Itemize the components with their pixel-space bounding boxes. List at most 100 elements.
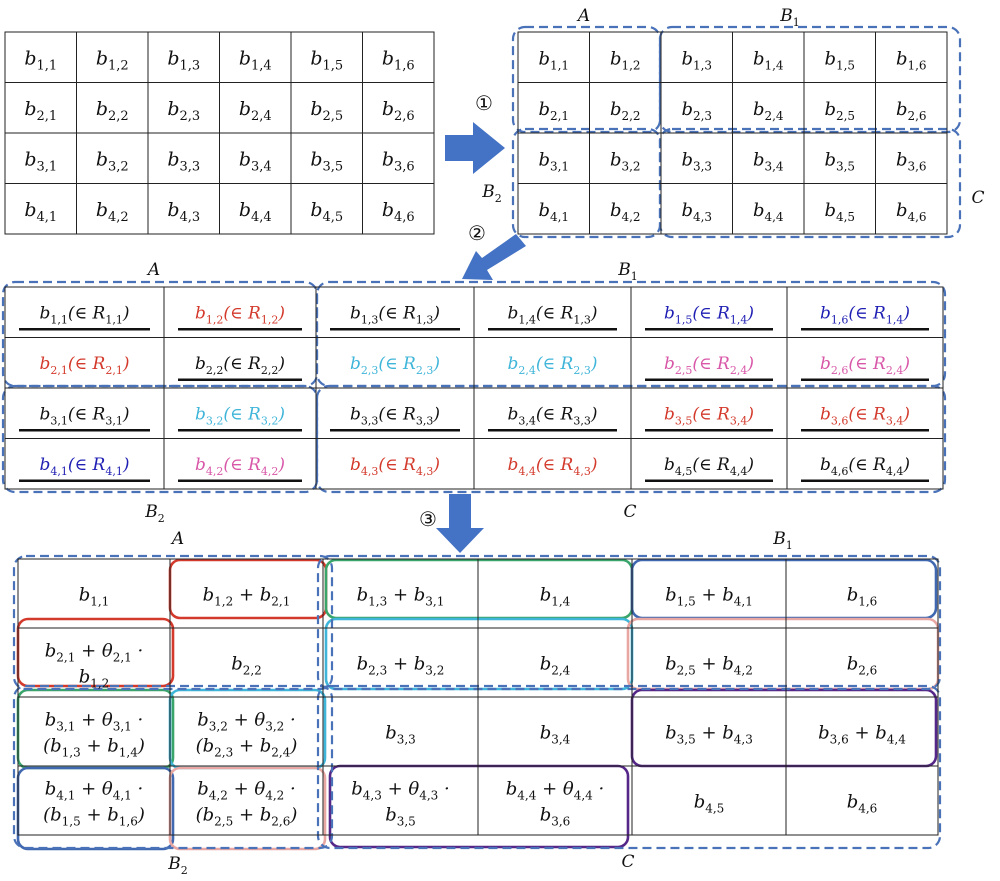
stage4-cell-line2: b1,2 <box>79 667 110 691</box>
stage2-box-B1 <box>658 25 962 134</box>
stage3-cell: b4,3(∈ R4,3) <box>350 455 440 478</box>
stage1-cell: b4,4 <box>239 199 272 225</box>
stage1-cell: b4,1 <box>24 199 57 225</box>
stage1-cell: b1,6 <box>382 47 415 73</box>
stage4-cell-line2: b3,6 <box>540 805 571 829</box>
tables <box>4 31 948 836</box>
stage4-cell-line2: (b1,3 + b1,4) <box>43 736 145 760</box>
stage4-cell: b3,6 + b4,4 <box>818 723 906 747</box>
stage4-table <box>17 558 939 836</box>
stage4-cell-line1: b4,3 + θ4,3 · <box>351 779 450 803</box>
stage4-cell: b1,4 <box>540 585 571 609</box>
stage3-cell: b2,6(∈ R2,4) <box>820 354 910 377</box>
stage2-cell: b4,5 <box>824 200 855 224</box>
stage4-label-C: C <box>621 852 634 872</box>
stage1-cell: b1,2 <box>96 47 129 73</box>
stage2-cell: b4,3 <box>681 200 712 224</box>
step2-arrow <box>462 234 526 280</box>
stage2-cell: b3,6 <box>896 149 927 173</box>
box-row3-35 <box>630 688 938 768</box>
stage3-cell: b2,1(∈ R2,1) <box>40 354 130 377</box>
stage4-cell: b3,4 <box>540 723 571 747</box>
stage4-cell-line1: b4,4 + θ4,4 · <box>506 779 605 803</box>
stage3-cell: b3,3(∈ R3,3) <box>350 404 440 427</box>
stage3-cell: b3,2(∈ R3,2) <box>195 404 285 427</box>
stage1-cell: b1,5 <box>310 47 343 73</box>
stage1-cell: b3,3 <box>167 148 200 174</box>
stage1-cell: b4,6 <box>382 199 415 225</box>
stage2-cell: b3,3 <box>681 149 712 173</box>
stage2-cell: b3,4 <box>753 149 784 173</box>
stage1-cell: b2,5 <box>310 98 343 124</box>
stage1-cell: b4,2 <box>96 199 129 225</box>
stage4-cell: b2,6 <box>847 654 878 678</box>
stage4-box-C <box>316 684 942 850</box>
stage3-label-B2: B2 <box>144 502 165 525</box>
stage2-label-B2: B2 <box>481 182 502 205</box>
box-row2-23 <box>324 617 634 691</box>
stage1-cell: b3,5 <box>310 148 343 174</box>
stage3-cell: b2,4(∈ R2,3) <box>508 354 598 377</box>
stage3-cell: b2,2(∈ R2,2) <box>195 354 285 377</box>
stage1-cell: b3,1 <box>24 148 57 174</box>
stage2-label-C: C <box>971 188 984 208</box>
stage3-cell: b2,5(∈ R2,4) <box>664 354 754 377</box>
stage3-cell: b4,4(∈ R4,3) <box>508 455 598 478</box>
stage1-cell: b3,2 <box>96 148 129 174</box>
stage3-cell: b3,1(∈ R3,1) <box>40 404 130 427</box>
box-row1-15 <box>630 558 938 620</box>
stage4-label-B1: B1 <box>772 529 793 552</box>
stage4-cell-line2: (b2,5 + b2,6) <box>196 805 298 829</box>
stage1-cell: b4,3 <box>167 199 200 225</box>
cell-texts: b1,1 b1,2 b1,3 b1,4 b1,5 b1,6 b2,1 b2,2 b2,3 b2,4… <box>19 6 985 877</box>
stage2-cell: b3,2 <box>610 149 641 173</box>
stage3-cell: b4,2(∈ R4,2) <box>195 455 285 478</box>
stage4-cell: b1,5 + b4,1 <box>665 585 753 609</box>
stage3-label-A: A <box>146 260 160 280</box>
stage3-cell: b4,5(∈ R4,4) <box>664 455 754 478</box>
stage1-cell: b2,4 <box>239 98 272 124</box>
stage4-cell-line2: b3,5 <box>385 805 416 829</box>
stage3-cell: b1,5(∈ R1,4) <box>664 303 754 326</box>
stage2-cell: b2,4 <box>753 99 784 123</box>
stage3-cell: b3,6(∈ R3,4) <box>820 404 910 427</box>
stage4-cell: b3,3 <box>385 723 416 747</box>
stage4-cell: b2,4 <box>540 654 571 678</box>
stage4-cell-line1: b3,2 + θ3,2 · <box>197 710 296 734</box>
stage3-cell: b1,6(∈ R1,4) <box>820 303 910 326</box>
region-labels: ①②③ <box>419 91 493 531</box>
box-row1-13 <box>324 558 634 620</box>
step2-number: ② <box>468 221 486 245</box>
stage1-cell: b3,6 <box>382 148 415 174</box>
stage1-cell: b3,4 <box>239 148 272 174</box>
stage4-label-A: A <box>170 529 184 549</box>
step1-arrow <box>445 122 505 174</box>
stage1-cell: b2,3 <box>167 98 200 124</box>
stage4-cell: b1,1 <box>79 585 110 609</box>
stage3-cell: b1,4(∈ R1,3) <box>508 303 598 326</box>
stage1-cell: b2,1 <box>24 98 57 124</box>
stage2-table <box>517 31 948 235</box>
stage1-cell: b2,6 <box>382 98 415 124</box>
stage3-cell: b2,3(∈ R2,3) <box>350 354 440 377</box>
stage3-cell: b4,1(∈ R4,1) <box>40 455 130 478</box>
stage2-cell: b1,3 <box>681 48 712 72</box>
stage3-label-B1: B1 <box>617 260 638 283</box>
stage3-box-B2 <box>1 384 319 494</box>
stage3-cell: b4,6(∈ R4,4) <box>820 455 910 478</box>
stage2-cell: b1,4 <box>753 48 784 72</box>
stage2-cell: b2,2 <box>610 99 641 123</box>
stage3-cell: b1,3(∈ R1,3) <box>350 303 440 326</box>
stage3-cell: b1,1(∈ R1,1) <box>40 303 130 326</box>
stage4-cell-line2: (b2,3 + b2,4) <box>196 736 298 760</box>
stage1-cell: b1,3 <box>167 47 200 73</box>
stage2-cell: b4,2 <box>610 200 641 224</box>
stage4-cell: b4,5 <box>694 792 725 816</box>
stage4-cell: b2,5 + b4,2 <box>665 654 753 678</box>
stage2-label-A: A <box>576 6 590 26</box>
stage3-cell: b3,4(∈ R3,3) <box>508 404 598 427</box>
stage4-label-B2: B2 <box>167 854 188 877</box>
step3-number: ③ <box>419 507 437 531</box>
stage3-cell: b3,5(∈ R3,4) <box>664 404 754 427</box>
